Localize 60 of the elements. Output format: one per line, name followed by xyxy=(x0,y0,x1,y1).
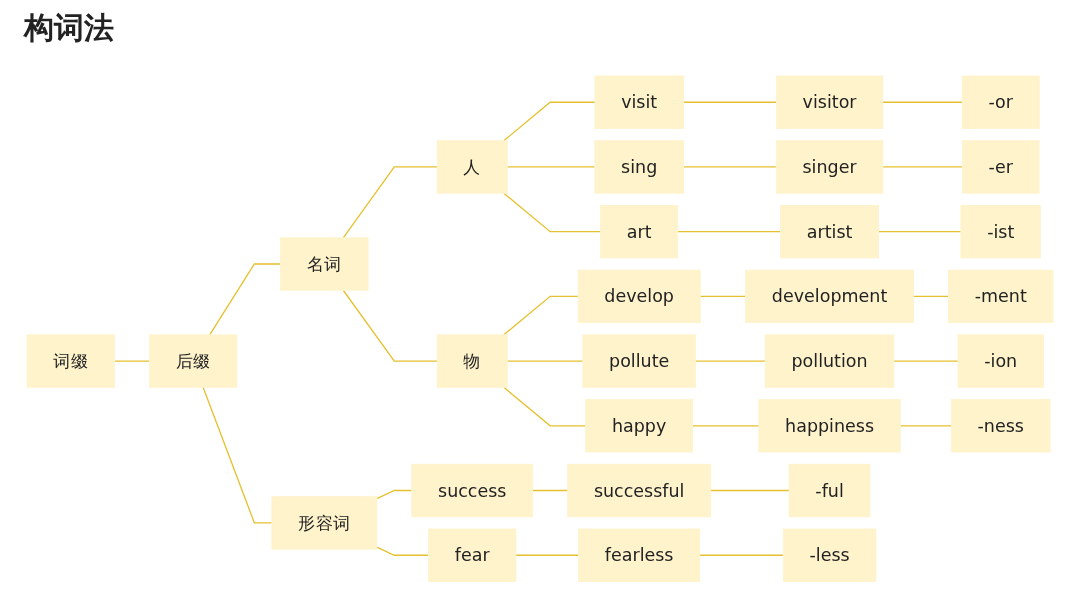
connector xyxy=(694,360,766,362)
connector xyxy=(532,489,569,491)
node-box: pollution xyxy=(764,334,895,388)
node-box: visit xyxy=(594,75,684,129)
node-box: 人 xyxy=(436,140,508,194)
connector xyxy=(677,230,782,233)
node-box: 名词 xyxy=(280,237,369,291)
connector xyxy=(877,230,962,233)
connector xyxy=(376,546,430,556)
node-box: visitor xyxy=(775,75,884,129)
connector xyxy=(691,424,760,427)
node-box: singer xyxy=(775,140,884,194)
connector xyxy=(503,295,579,336)
connector xyxy=(882,101,963,103)
connector xyxy=(882,166,963,168)
node-box: sing xyxy=(594,140,684,194)
node-box: -ion xyxy=(957,334,1044,388)
node-box: pollute xyxy=(582,334,696,388)
connector xyxy=(202,386,273,524)
connector xyxy=(342,289,438,362)
connector xyxy=(899,424,952,427)
node-box: happiness xyxy=(758,398,901,453)
connector xyxy=(710,489,790,491)
connector xyxy=(682,101,777,103)
node-box: -ful xyxy=(788,463,871,517)
node-box: 后缀 xyxy=(149,334,238,388)
connector xyxy=(515,554,580,556)
node-box: -ist xyxy=(960,204,1041,259)
connector xyxy=(503,386,587,427)
node-box: artist xyxy=(780,204,880,259)
node-box: develop xyxy=(577,269,701,323)
connector xyxy=(682,166,777,168)
node-box: 形容词 xyxy=(271,495,378,550)
connector xyxy=(209,263,282,336)
node-box: successful xyxy=(567,463,712,517)
connector xyxy=(699,554,784,556)
connector xyxy=(503,101,596,142)
title: 构词法 xyxy=(24,9,114,47)
connector xyxy=(506,360,584,362)
connector xyxy=(699,295,747,297)
node-box: -er xyxy=(961,140,1040,194)
connector xyxy=(912,295,950,297)
connector xyxy=(342,166,438,239)
node-box: fearless xyxy=(578,528,701,582)
node-box: happy xyxy=(585,398,693,453)
node-box: 物 xyxy=(436,334,508,388)
node-box: -ment xyxy=(948,269,1054,323)
node-box: success xyxy=(411,463,534,517)
node-box: development xyxy=(745,269,914,323)
node-box: 词缀 xyxy=(26,334,115,388)
node-box: -or xyxy=(961,75,1040,129)
connector xyxy=(893,360,959,362)
connector xyxy=(506,166,596,168)
node-box: -less xyxy=(782,528,877,582)
node-box: fear xyxy=(428,528,517,582)
connector xyxy=(503,192,602,233)
node-box: -ness xyxy=(950,398,1051,453)
connector xyxy=(376,489,413,499)
connector xyxy=(113,360,151,362)
node-box: art xyxy=(600,204,679,259)
